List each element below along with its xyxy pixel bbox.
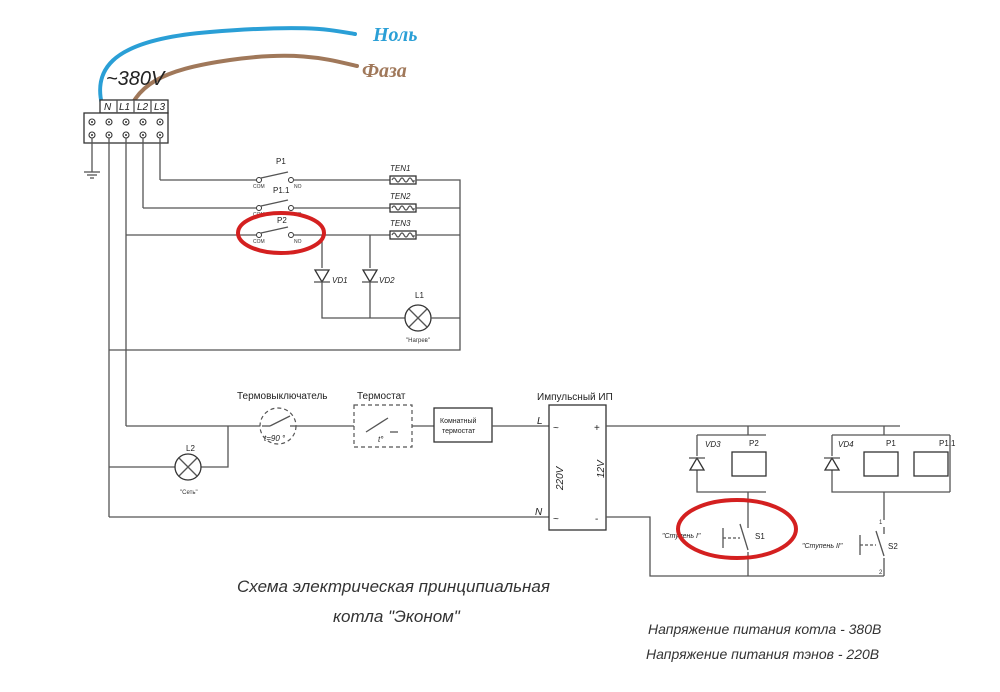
terminal-block: N L1 L2 L3 [83,99,169,144]
s2-pin1: 1 [879,520,883,526]
lamp-l1: L1 "Нагрев" [404,291,432,344]
psu-n-label: N [535,507,543,518]
voltage-label: ~380V [106,68,166,90]
thermal-switch-value: t=90 ° [264,434,286,443]
lamp-l1-label: L1 [415,291,424,300]
highlight-p2-contact [236,211,326,255]
phase-label: Фаза [362,60,407,82]
switching-power-supply: Импульсный ИП L N ~ ~ + - 220V 12V [535,392,613,531]
relay-p1-1-label: P1.1 [273,186,290,195]
neutral-wire [98,26,357,124]
ground-symbol [84,138,100,179]
thermal-switch: Термовыключатель t=90 ° [237,391,328,445]
heater-ten3-label: TEN3 [390,219,411,228]
no-label: NO [294,239,302,245]
terminal-l2-label: L2 [137,102,149,113]
terminal-l1-label: L1 [119,102,130,113]
heater-ten2-label: TEN2 [390,192,411,201]
heater-ten2: TEN2 [389,192,417,213]
com-label: COM [253,184,265,190]
boiler-voltage-note: Напряжение питания котла - 380В [648,621,881,637]
highlight-s1-switch [676,498,798,560]
diode-vd1: VD1 [313,269,348,285]
diode-vd2-label: VD2 [379,276,395,285]
psu-tilde-in2: ~ [553,514,559,525]
psu-plus: + [594,423,600,434]
no-label: NO [294,184,302,190]
stage2-label: "Ступень II" [802,543,843,550]
terminal-l3-label: L3 [154,102,166,113]
relay-p1-coil: P1 [863,439,899,477]
relay-p2-label: P2 [277,216,287,225]
room-thermostat-line2: термостат [442,428,476,435]
thermal-switch-label: Термовыключатель [237,391,328,402]
psu-input-voltage: 220V [555,465,566,491]
heater-ten3: TEN3 [389,219,417,240]
diagram-title-line2: котла "Эконом" [333,607,461,626]
terminal-n-label: N [104,102,112,113]
relay-p2-coil: P2 [731,439,767,477]
thermostat-label: Термостат [357,391,406,402]
relay-p2-contact: P2 COM NO [253,216,302,245]
heater-ten1: TEN1 [389,164,417,185]
relay-p1-contact: P1 COM NO [253,157,302,190]
thermostat: Термостат t° [353,391,413,448]
lamp-l2-label: L2 [186,444,195,453]
relay-p1-1-coil-label: P1.1 [939,439,956,448]
heater-ten1-label: TEN1 [390,164,410,173]
diode-vd4: VD4 [823,440,854,471]
psu-label: Импульсный ИП [537,392,613,403]
diode-vd4-label: VD4 [838,440,854,449]
phase-wire [123,53,359,124]
diode-vd2: VD2 [361,269,395,285]
relay-p2-coil-label: P2 [749,439,759,448]
room-thermostat: Комнатный термостат [433,407,493,443]
thermostat-symbol: t° [378,435,384,444]
diode-vd1-label: VD1 [332,276,348,285]
s2-pin2: 2 [879,570,883,576]
switch-s2: 1 2 S2 "Ступень II" [802,520,898,576]
relay-p1-label: P1 [276,157,286,166]
relay-p1-1-coil: P1.1 [913,439,956,477]
psu-output-voltage: 12V [596,459,607,478]
lamp-l2-caption: "Сеть" [180,490,198,496]
diode-vd3: VD3 [688,440,721,471]
switch-s1-label: S1 [755,532,765,541]
lamp-l1-caption: "Нагрев" [406,338,430,344]
com-label: COM [253,239,265,245]
diagram-title-line1: Схема электрическая принципиальная [237,577,550,596]
diode-vd3-label: VD3 [705,440,721,449]
room-thermostat-line1: Комнатный [440,417,476,425]
psu-minus: - [595,514,598,525]
lamp-l2: L2 "Сеть" [174,444,202,496]
psu-l-label: L [537,416,543,427]
heater-voltage-note: Напряжение питания тэнов - 220В [646,646,879,662]
switch-s2-label: S2 [888,542,898,551]
relay-p1-coil-label: P1 [886,439,896,448]
neutral-label: Ноль [372,24,417,46]
psu-tilde-in1: ~ [553,423,559,434]
